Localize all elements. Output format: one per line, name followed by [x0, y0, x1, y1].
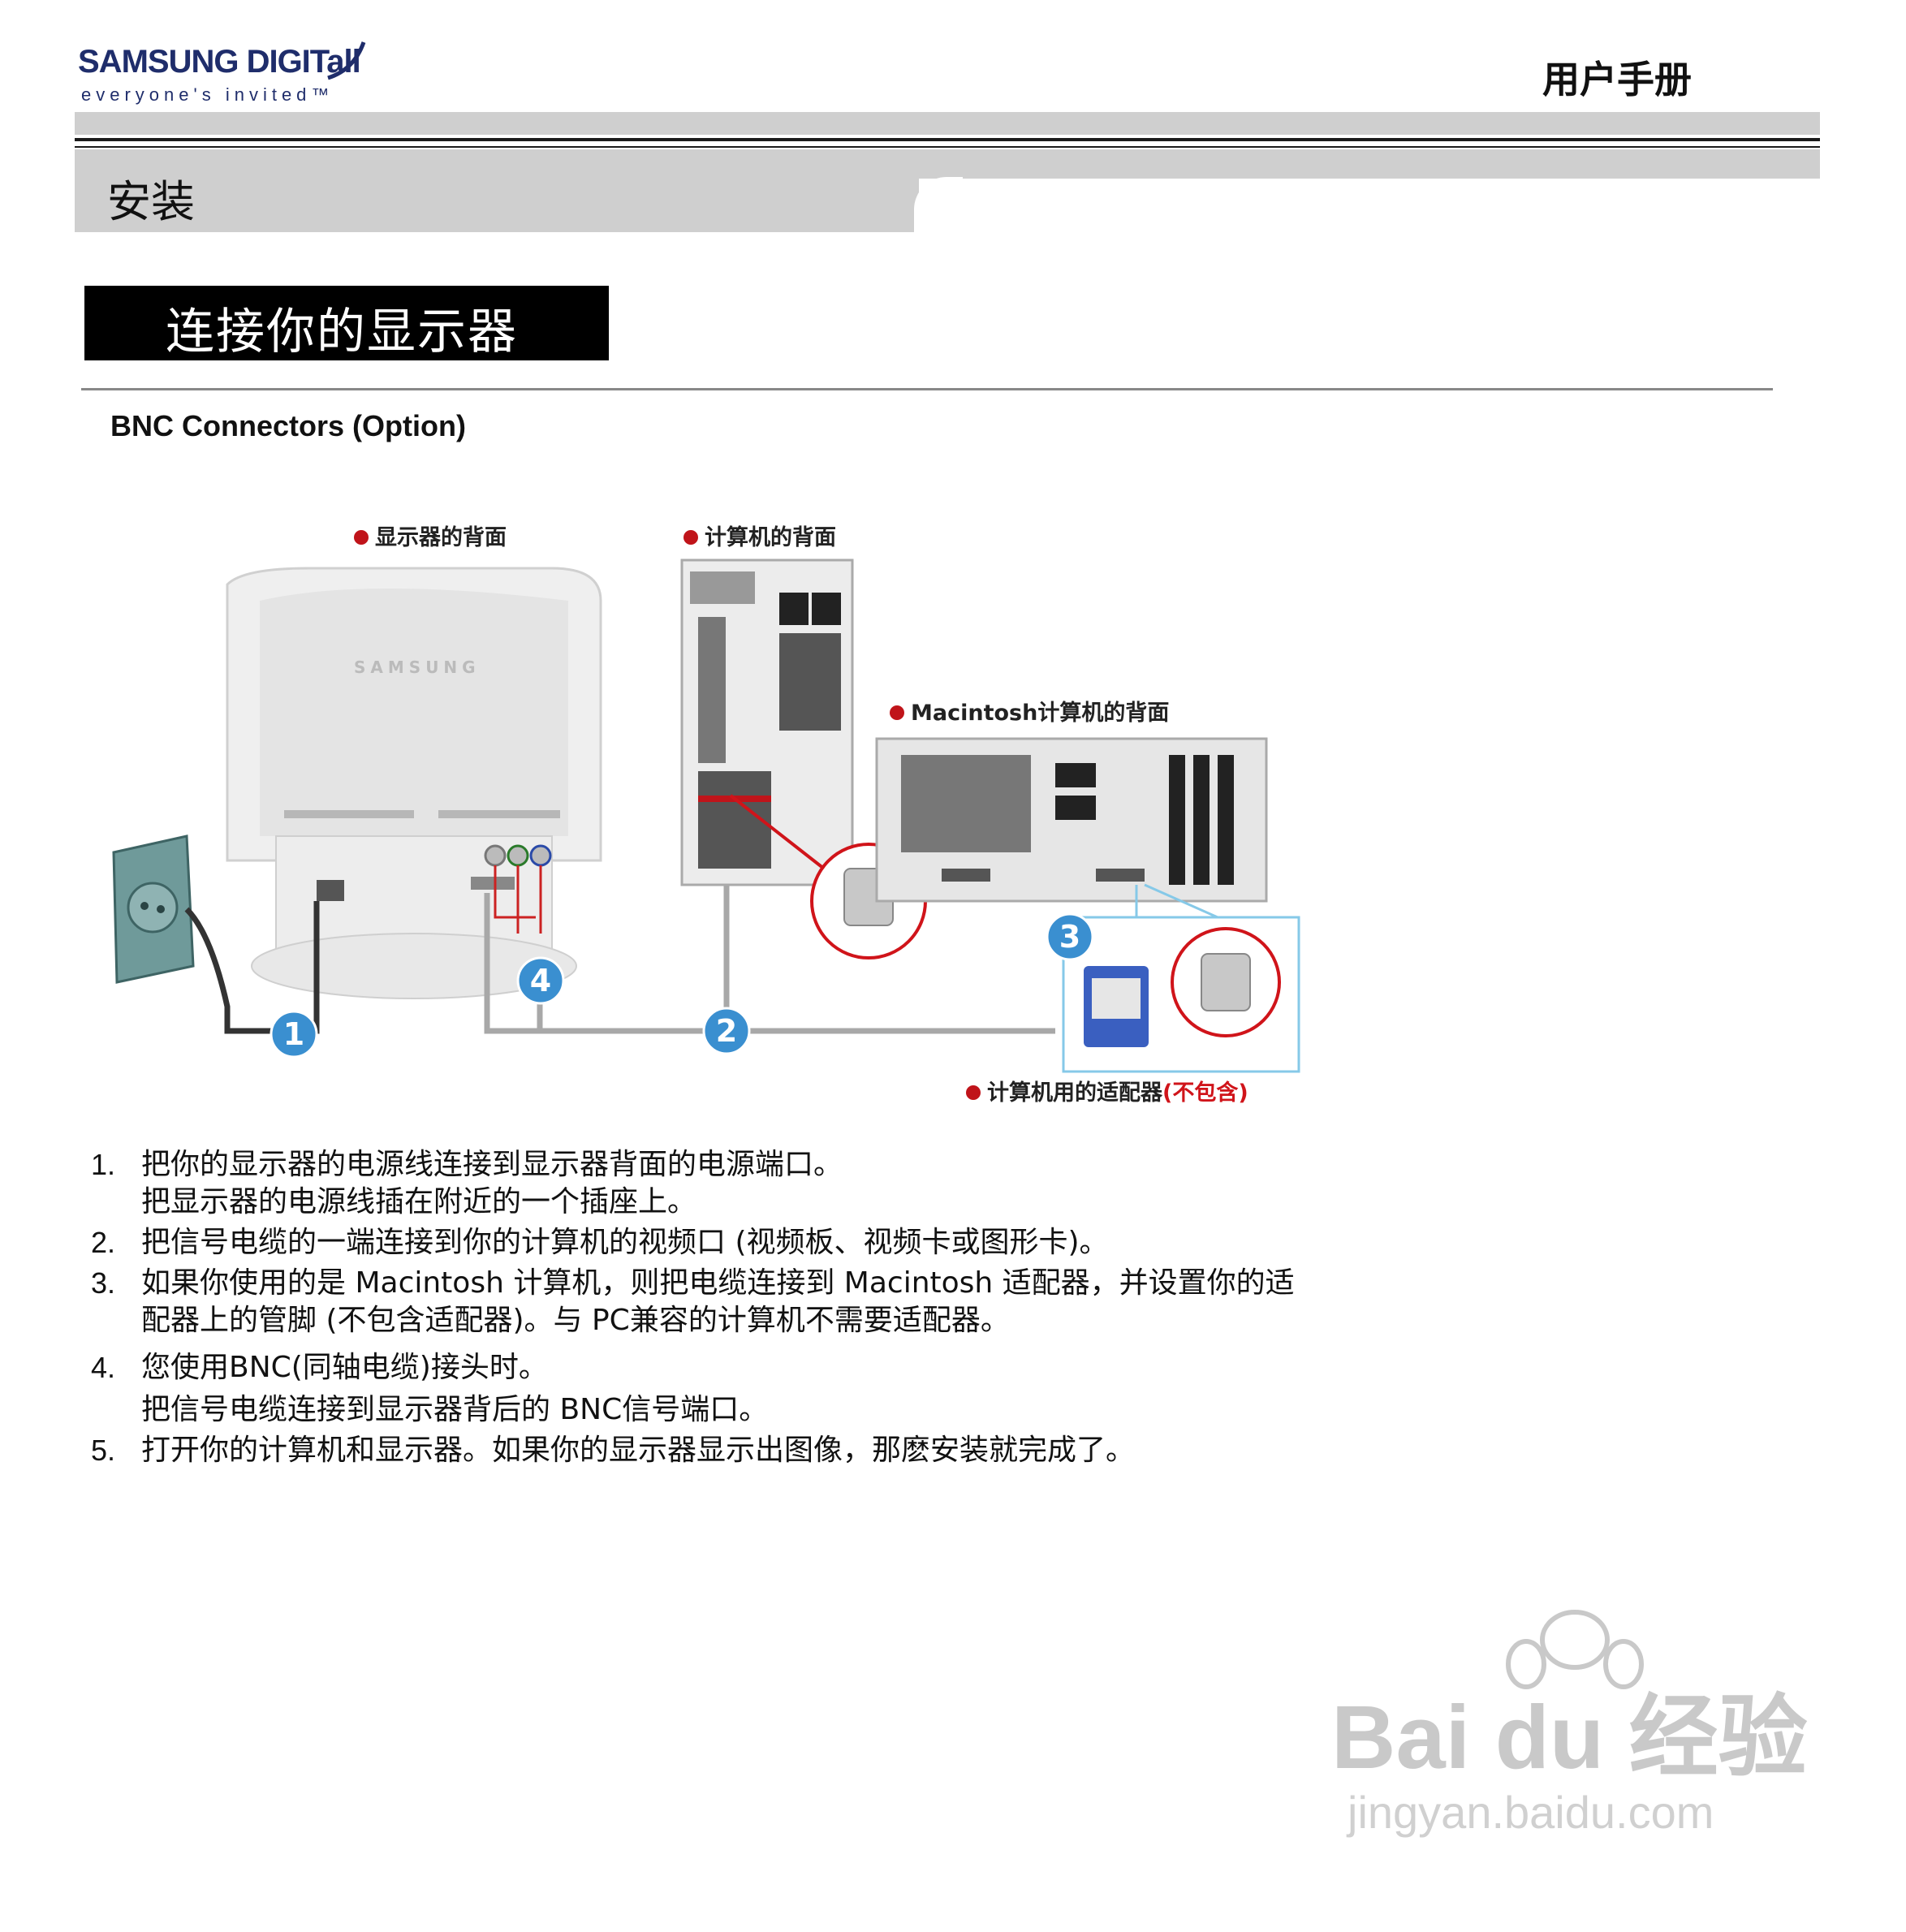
mac-back-illustration	[875, 737, 1268, 903]
label-adapter: 计算机用的适配器(不包含)	[966, 1075, 1248, 1106]
subheading: BNC Connectors (Option)	[110, 409, 466, 442]
monitor-back-illustration	[226, 567, 602, 999]
step-text: 把信号电缆的一端连接到你的计算机的视频口 (视频板、视频卡或图形卡)。	[141, 1226, 1109, 1259]
section-band-right	[917, 149, 1820, 179]
label-mac-back: Macintosh计算机的背面	[890, 695, 1169, 727]
page-title-box	[84, 286, 609, 360]
step-text: 把信号电缆连接到显示器背后的 BNC信号端口。	[141, 1393, 769, 1426]
step-text: 您使用BNC(同轴电缆)接头时。	[141, 1351, 548, 1384]
manual-title: 用户手册	[1542, 58, 1692, 101]
step-number: 1.	[91, 1148, 116, 1181]
wall-outlet-icon	[112, 834, 195, 984]
step-text: 配器上的管脚 (不包含适配器)。与 PC兼容的计算机不需要适配器。	[141, 1304, 1010, 1337]
section-band	[75, 149, 919, 232]
pc-tower-back-illustration	[680, 558, 854, 886]
watermark-logo-text: Bai du 经验	[1331, 1688, 1808, 1788]
adapter-box	[1062, 916, 1300, 1073]
watermark-url: jingyan.baidu.com	[1348, 1787, 1714, 1838]
callout-badge-icon	[270, 1010, 318, 1059]
step-number: 5.	[91, 1434, 116, 1467]
section-title: 安装	[107, 176, 195, 227]
header-rule	[75, 138, 1820, 141]
step-number: 4.	[91, 1351, 116, 1384]
callout-badge-icon	[702, 1007, 751, 1055]
label-monitor-back: 显示器的背面	[354, 520, 507, 551]
bullet-icon	[683, 530, 698, 545]
brand-tagline: everyone's invited™	[81, 84, 334, 105]
page-title: 连接你的显示器	[166, 304, 518, 360]
callout-2: 2	[702, 1007, 751, 1059]
header-rule-thin	[75, 146, 1820, 148]
callout-badge-icon	[516, 956, 565, 1005]
connection-diagram: SAMSUNG 显示器的背面 计算机的背面 Macintosh计算机的背面 计算…	[97, 511, 1315, 1112]
callout-4: 4	[516, 956, 565, 1008]
monitor-brand-emboss: SAMSUNG	[354, 658, 481, 677]
step-text: 把你的显示器的电源线连接到显示器背面的电源端口。	[141, 1148, 843, 1181]
title-divider	[81, 388, 1773, 390]
step-text: 如果你使用的是 Macintosh 计算机，则把电缆连接到 Macintosh …	[141, 1266, 1295, 1300]
step-text: 把显示器的电源线插在附近的一个插座上。	[141, 1185, 697, 1218]
bullet-icon	[354, 530, 369, 545]
logo-swoosh-icon	[327, 41, 366, 80]
diagram-illustration	[112, 558, 1300, 1073]
step-text: 打开你的计算机和显示器。如果你的显示器显示出图像，那麽安装就完成了。	[141, 1434, 1136, 1467]
step-number: 3.	[91, 1266, 116, 1300]
callout-badge-icon	[1046, 912, 1094, 961]
label-computer-back: 计算机的背面	[683, 520, 836, 551]
bullet-icon	[890, 705, 904, 720]
label-adapter-note: (不包含)	[1162, 1080, 1248, 1106]
callout-1: 1	[270, 1010, 318, 1062]
brand-wordmark: SAMSUNG DIGITall	[78, 44, 361, 80]
step-number: 2.	[91, 1226, 116, 1259]
bullet-icon	[966, 1085, 981, 1100]
paw-icon	[1506, 1610, 1644, 1689]
header-bar	[75, 112, 1820, 135]
callout-3: 3	[1046, 912, 1094, 964]
samsung-logo: SAMSUNG DIGITall everyone's invited™	[78, 29, 370, 110]
section-band-corner	[914, 177, 963, 232]
baidu-watermark: Bai du 经验 jingyan.baidu.com	[1331, 1591, 1808, 1859]
